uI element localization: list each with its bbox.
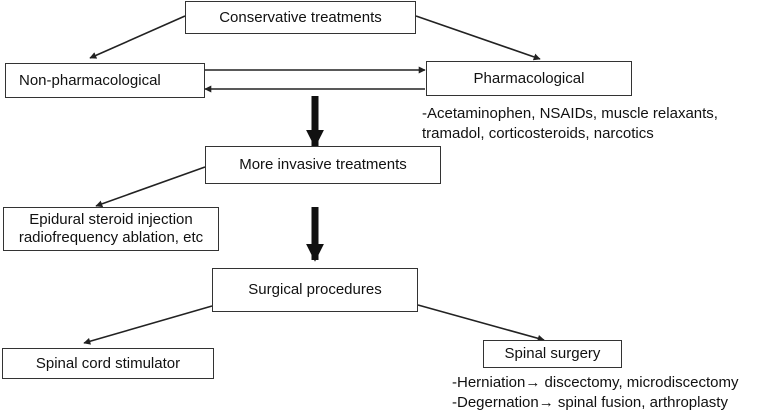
arrow-conservative-to-non-pharm bbox=[89, 15, 186, 59]
spinal-cord-stimulator-label: Spinal cord stimulator bbox=[35, 354, 181, 372]
arrow-invasive-to-epidural bbox=[95, 166, 206, 208]
epidural-line-2: radiofrequency ablation, etc bbox=[18, 229, 204, 246]
arrow-conservative-to-pharm bbox=[415, 15, 541, 61]
conservative-treatments-box: Conservative treatments bbox=[185, 1, 416, 34]
spinal-surgery-note-line: -Herniation→ discectomy, microdiscectomy bbox=[452, 374, 739, 391]
spinal-surgery-label: Spinal surgery bbox=[504, 345, 601, 362]
pharmacological-note-line: -Acetaminophen, NSAIDs, muscle relaxants… bbox=[422, 105, 718, 122]
pharmacological-label: Pharmacological bbox=[473, 69, 585, 87]
epidural-line-1: Epidural steroid injection bbox=[29, 211, 193, 228]
more-invasive-treatments-box: More invasive treatments bbox=[205, 146, 441, 184]
spinal-surgery-box: Spinal surgery bbox=[483, 340, 622, 368]
spinal-surgery-notes: -Herniation→ discectomy, microdiscectomy… bbox=[452, 373, 738, 412]
epidural-steroid-box: Epidural steroid injection radiofrequenc… bbox=[3, 207, 219, 251]
non-pharmacological-box: Non-pharmacological bbox=[5, 63, 205, 98]
arrow-surgical-to-spinal-surgery bbox=[417, 304, 545, 342]
non-pharmacological-label: Non-pharmacological bbox=[19, 71, 161, 89]
arrow-surgical-to-spinal-cord bbox=[83, 305, 213, 345]
pharmacological-box: Pharmacological bbox=[426, 61, 632, 96]
surgical-procedures-label: Surgical procedures bbox=[248, 281, 382, 298]
more-invasive-treatments-label: More invasive treatments bbox=[239, 156, 407, 173]
conservative-treatments-label: Conservative treatments bbox=[219, 8, 382, 26]
spinal-surgery-note-line: -Degernation→ spinal fusion, arthroplast… bbox=[452, 394, 728, 411]
spinal-cord-stimulator-box: Spinal cord stimulator bbox=[2, 348, 214, 379]
pharmacological-notes: -Acetaminophen, NSAIDs, muscle relaxants… bbox=[422, 104, 718, 144]
surgical-procedures-box: Surgical procedures bbox=[212, 268, 418, 312]
pharmacological-note-line: tramadol, corticosteroids, narcotics bbox=[422, 125, 654, 142]
